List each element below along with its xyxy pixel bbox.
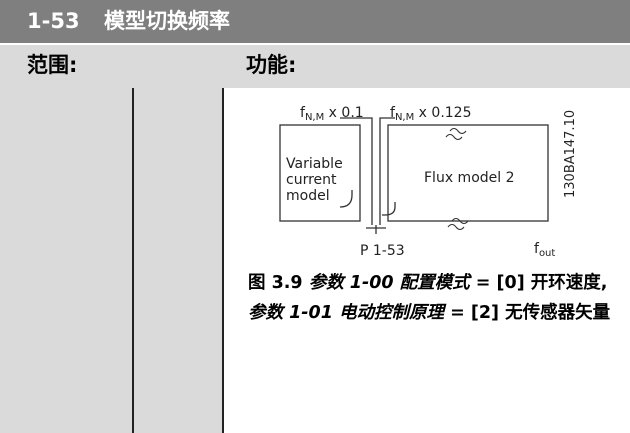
column-divider-2 <box>222 88 224 433</box>
range-cells <box>0 88 224 433</box>
parameter-number: 1-53 <box>27 9 80 33</box>
axis-break-top <box>445 127 467 141</box>
caption-value-2: = [2] 无传感器矢量 <box>443 303 611 323</box>
variable-line1: Variable <box>286 156 343 172</box>
flux-model-label: Flux model 2 <box>424 170 515 186</box>
table-header-row: 范围: 功能: <box>0 43 630 88</box>
axis-break-bottom <box>447 217 469 231</box>
caption-param-2: 参数 1-01 电动控制原理 <box>248 303 444 323</box>
label-fnm-0125: fN,M x 0.125 <box>390 105 472 123</box>
figure-caption: 图 3.9 参数 1-00 配置模式 = [0] 开环速度, 参数 1-01 电… <box>248 268 620 328</box>
variable-line3: model <box>286 188 330 204</box>
caption-value-1: = [0] 开环速度, <box>469 273 608 293</box>
upper-threshold-line <box>379 117 395 225</box>
variable-line2: current <box>286 172 337 188</box>
hook-right <box>382 202 396 216</box>
section-title-bar: 1-53 模型切换频率 <box>0 0 630 43</box>
function-header: 功能: <box>246 53 297 77</box>
drawing-code: 130BA147.10 <box>563 110 578 198</box>
param-label: P 1-53 <box>360 243 405 259</box>
parameter-name: 模型切换频率 <box>104 9 230 33</box>
caption-param-1: 参数 1-00 配置模式 <box>308 273 470 293</box>
variable-model-box <box>279 124 361 222</box>
label-fnm-01: fN,M x 0.1 <box>300 105 364 123</box>
hook-left <box>339 190 353 208</box>
caption-figure-number: 图 3.9 <box>248 273 309 293</box>
range-header: 范围: <box>27 53 78 77</box>
lower-threshold-line <box>340 117 373 225</box>
column-divider-1 <box>132 88 134 433</box>
function-cell <box>224 88 630 433</box>
fout-label: fout <box>534 241 555 259</box>
